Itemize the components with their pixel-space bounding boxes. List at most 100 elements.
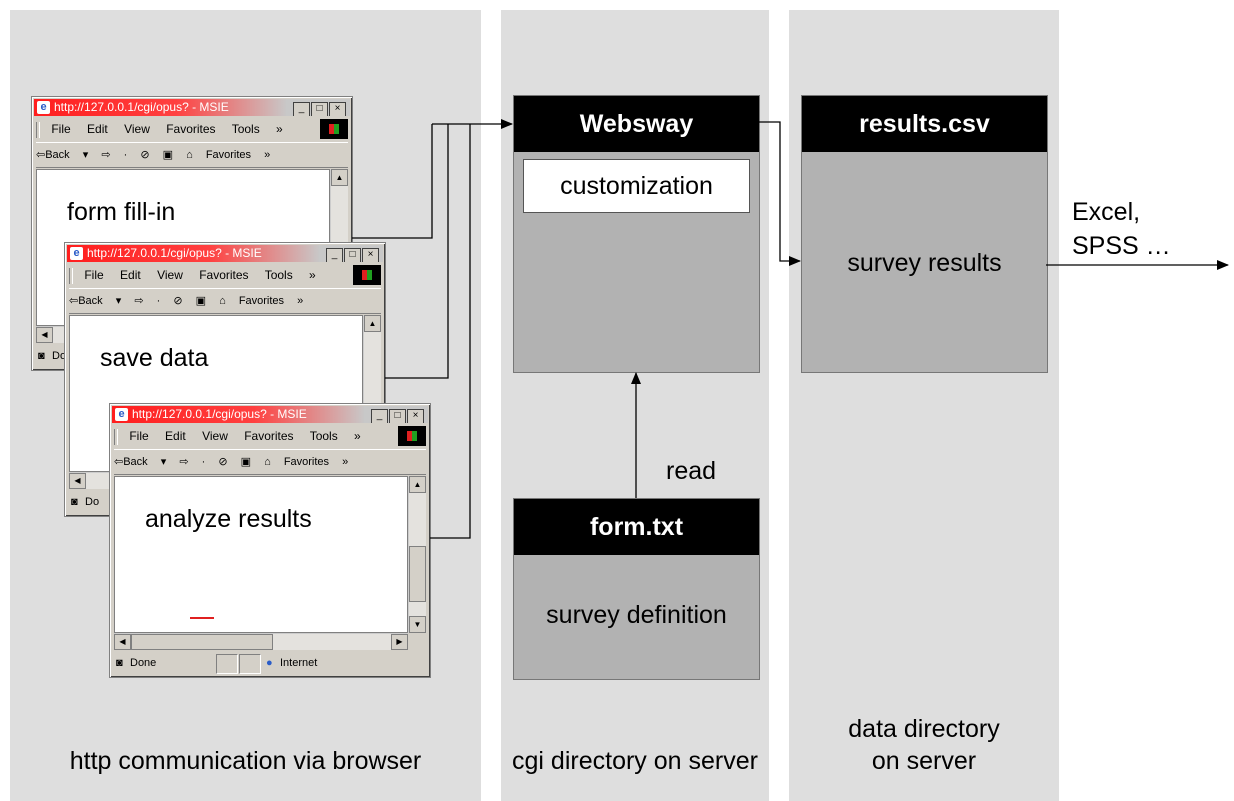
windows-logo-icon xyxy=(353,265,381,285)
window-label-save: save data xyxy=(100,344,209,372)
forward-button[interactable]: ⇨ xyxy=(101,149,111,161)
menu-view[interactable]: View xyxy=(202,429,228,443)
close-icon[interactable]: × xyxy=(329,102,346,116)
forward-button[interactable]: ⇨ xyxy=(179,456,189,468)
menu-file[interactable]: File xyxy=(51,122,71,136)
window-title: http://127.0.0.1/cgi/opus? - MSIE xyxy=(54,100,229,114)
stop-icon[interactable]: ⊘ xyxy=(173,295,183,307)
window-title: http://127.0.0.1/cgi/opus? - MSIE xyxy=(132,407,307,421)
separator-dot: · xyxy=(123,149,128,161)
window-titlebar[interactable]: e http://127.0.0.1/cgi/opus? - MSIE _ □ … xyxy=(67,245,383,262)
back-button[interactable]: ⇦Back xyxy=(36,149,70,161)
home-icon[interactable]: ⌂ xyxy=(186,149,193,161)
refresh-icon[interactable]: ▣ xyxy=(240,456,252,468)
window-title: http://127.0.0.1/cgi/opus? - MSIE xyxy=(87,246,262,260)
back-dropdown-icon[interactable]: ▾ xyxy=(82,149,89,161)
ie-icon: e xyxy=(70,247,83,260)
read-label: read xyxy=(666,457,717,485)
maximize-icon[interactable]: □ xyxy=(389,409,406,423)
scroll-right-icon[interactable]: ▶ xyxy=(391,634,408,650)
horizontal-scrollbar[interactable]: ◀ ▶ xyxy=(114,633,408,650)
favorites-button[interactable]: Favorites xyxy=(205,149,252,161)
back-button[interactable]: ⇦Back xyxy=(69,295,103,307)
scroll-left-icon[interactable]: ◀ xyxy=(36,327,53,343)
window-titlebar[interactable]: e http://127.0.0.1/cgi/opus? - MSIE _ □ … xyxy=(112,406,428,423)
menu-tools[interactable]: Tools xyxy=(309,429,338,443)
results-csv-body: survey results xyxy=(847,249,1002,277)
status-text: Done xyxy=(130,657,157,669)
minimize-icon[interactable]: _ xyxy=(326,248,343,262)
status-cell xyxy=(216,654,238,674)
lane-label-cgi: cgi directory on server xyxy=(512,747,758,775)
toolbar: ⇦Back ▾ ⇨ · ⊘ ▣ ⌂ Favorites » xyxy=(36,142,348,168)
internet-icon: ● xyxy=(266,657,273,669)
status-bar: ◙ Do xyxy=(36,345,348,367)
toolbar-more[interactable]: » xyxy=(297,295,304,307)
favorites-button[interactable]: Favorites xyxy=(283,456,330,468)
minimize-icon[interactable]: _ xyxy=(293,102,310,116)
menu-more[interactable]: » xyxy=(309,268,316,282)
menu-bar: File Edit View Favorites Tools » xyxy=(114,425,426,447)
close-icon[interactable]: × xyxy=(407,409,424,423)
toolbar-more[interactable]: » xyxy=(342,456,349,468)
websway-box: Websway customization xyxy=(513,95,760,373)
back-dropdown-icon[interactable]: ▾ xyxy=(115,295,122,307)
maximize-icon[interactable]: □ xyxy=(311,102,328,116)
menu-tools[interactable]: Tools xyxy=(264,268,293,282)
scroll-up-icon[interactable]: ▲ xyxy=(331,169,348,186)
status-zone: Internet xyxy=(280,657,318,669)
scroll-left-icon[interactable]: ◀ xyxy=(114,634,131,650)
vertical-scrollbar[interactable]: ▲ ▼ xyxy=(408,476,426,633)
customization-box: customization xyxy=(523,159,750,213)
stop-icon[interactable]: ⊘ xyxy=(218,456,228,468)
menu-bar: File Edit View Favorites Tools » xyxy=(69,264,381,286)
forward-button[interactable]: ⇨ xyxy=(134,295,144,307)
stop-icon[interactable]: ⊘ xyxy=(140,149,150,161)
lane-label-data-2: on server xyxy=(871,747,977,775)
menu-view[interactable]: View xyxy=(157,268,183,282)
scroll-left-icon[interactable]: ◀ xyxy=(69,473,86,489)
menu-favorites[interactable]: Favorites xyxy=(166,122,216,136)
scroll-up-icon[interactable]: ▲ xyxy=(364,315,381,332)
separator-dot: · xyxy=(201,456,206,468)
separator-dot: · xyxy=(156,295,161,307)
menu-more[interactable]: » xyxy=(354,429,361,443)
refresh-icon[interactable]: ▣ xyxy=(162,149,174,161)
window-controls: _ □ × xyxy=(292,102,346,116)
favorites-button[interactable]: Favorites xyxy=(238,295,285,307)
scroll-thumb[interactable] xyxy=(409,546,426,602)
menu-file[interactable]: File xyxy=(84,268,104,282)
menu-edit[interactable]: Edit xyxy=(165,429,186,443)
menu-tools[interactable]: Tools xyxy=(231,122,260,136)
minimize-icon[interactable]: _ xyxy=(371,409,388,423)
page-content: analyze results xyxy=(114,476,408,633)
home-icon[interactable]: ⌂ xyxy=(219,295,226,307)
menu-more[interactable]: » xyxy=(276,122,283,136)
menu-view[interactable]: View xyxy=(124,122,150,136)
maximize-icon[interactable]: □ xyxy=(344,248,361,262)
toolbar-more[interactable]: » xyxy=(264,149,271,161)
results-csv-title: results.csv xyxy=(802,96,1047,152)
status-bar: ◙ Do xyxy=(69,491,381,513)
window-titlebar[interactable]: e http://127.0.0.1/cgi/opus? - MSIE _ □ … xyxy=(34,99,350,116)
menu-favorites[interactable]: Favorites xyxy=(199,268,249,282)
window-controls: _ □ × xyxy=(370,409,424,423)
lane-label-browser: http communication via browser xyxy=(69,747,422,775)
menu-edit[interactable]: Edit xyxy=(120,268,141,282)
refresh-icon[interactable]: ▣ xyxy=(195,295,207,307)
hscroll-thumb[interactable] xyxy=(131,634,273,650)
ie-icon: e xyxy=(115,408,128,421)
home-icon[interactable]: ⌂ xyxy=(264,456,271,468)
close-icon[interactable]: × xyxy=(362,248,379,262)
menu-edit[interactable]: Edit xyxy=(87,122,108,136)
menu-favorites[interactable]: Favorites xyxy=(244,429,294,443)
scroll-down-icon[interactable]: ▼ xyxy=(409,616,426,633)
status-text: Do xyxy=(52,350,67,362)
scroll-up-icon[interactable]: ▲ xyxy=(409,476,426,493)
back-button[interactable]: ⇦Back xyxy=(114,456,148,468)
status-bar: ◙ Done ● Internet xyxy=(114,652,426,674)
browser-window-analyze[interactable]: e http://127.0.0.1/cgi/opus? - MSIE _ □ … xyxy=(109,403,431,678)
menu-file[interactable]: File xyxy=(129,429,149,443)
page-icon: ◙ xyxy=(38,350,45,362)
back-dropdown-icon[interactable]: ▾ xyxy=(160,456,167,468)
